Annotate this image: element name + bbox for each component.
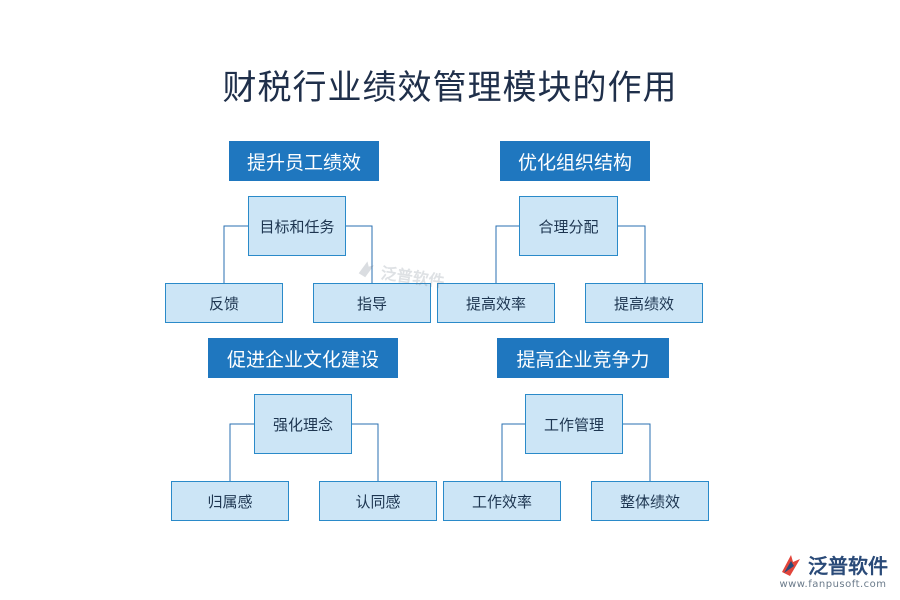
page-title: 财税行业绩效管理模块的作用 [222,68,678,108]
node-guidance: 指导 [313,283,431,323]
node-overall-performance: 整体绩效 [591,481,709,521]
brand-name: 泛普软件 [808,554,888,578]
node-work-efficiency: 工作效率 [443,481,561,521]
module-header-improve-staff-performance: 提升员工绩效 [229,141,379,181]
brand-url: www.fanpusoft.com [779,579,887,590]
node-work-management: 工作管理 [525,394,623,454]
module-header-optimize-structure: 优化组织结构 [500,141,650,181]
node-improve-performance: 提高绩效 [585,283,703,323]
node-feedback: 反馈 [165,283,283,323]
fanpu-logo-icon [782,554,800,576]
module-header-corporate-culture: 促进企业文化建设 [208,338,398,378]
node-reasonable-allocation: 合理分配 [519,196,618,256]
watermark: 泛普软件 [354,256,446,292]
node-belonging: 归属感 [171,481,289,521]
brand-logo: 泛普软件 www.fanpusoft.com [778,550,888,590]
node-reinforce-concept: 强化理念 [254,394,352,454]
node-improve-efficiency: 提高效率 [437,283,555,323]
node-goals-and-tasks: 目标和任务 [248,196,346,256]
module-header-competitiveness: 提高企业竞争力 [497,338,669,378]
fanpu-logo-icon [358,261,374,278]
node-identification: 认同感 [319,481,437,521]
